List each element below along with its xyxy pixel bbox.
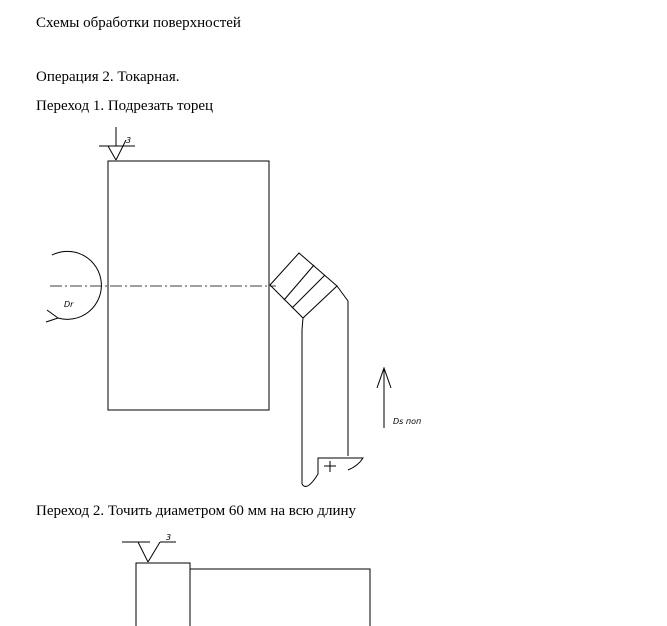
- surface-finish-mark: [122, 541, 176, 563]
- feed-arrow: [376, 366, 392, 428]
- surface-mark-value: 3: [126, 136, 131, 145]
- transition-1-sketch: 3 Dr Ds поп: [45, 127, 421, 487]
- transition-2-sketch: 3: [122, 533, 371, 626]
- workpiece-steps: [135, 562, 371, 626]
- rotation-arrow: [45, 250, 102, 323]
- surface-mark-value: 3: [166, 533, 171, 542]
- feed-label: Ds поп: [393, 417, 421, 426]
- surface-finish-mark: [99, 127, 135, 161]
- page-title: Схемы обработки поверхностей: [36, 15, 241, 31]
- transition-2-label: Переход 2. Точить диаметром 60 мм на всю…: [36, 503, 357, 519]
- operation-heading: Операция 2. Токарная.: [36, 69, 180, 85]
- rotation-label: Dr: [64, 300, 74, 309]
- workpiece: [107, 160, 270, 411]
- transition-1-label: Переход 1. Подрезать торец: [36, 98, 214, 114]
- cutting-tool: [269, 252, 364, 487]
